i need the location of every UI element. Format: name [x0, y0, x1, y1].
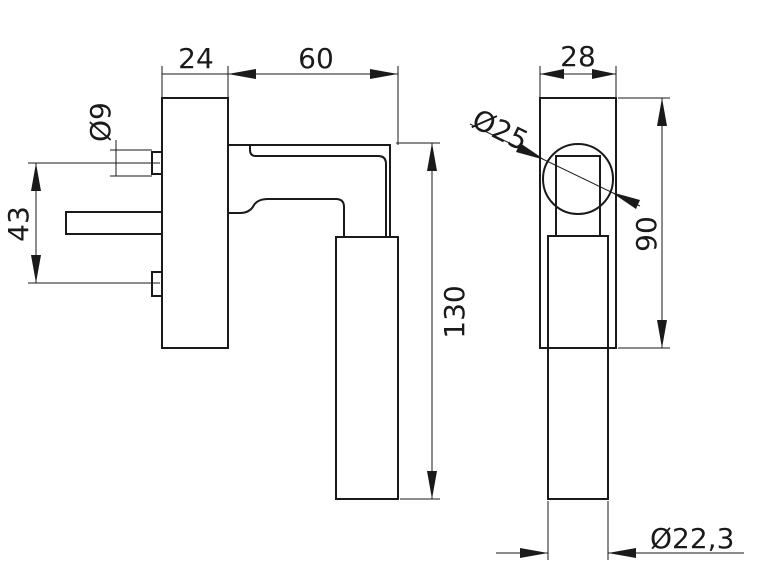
arrowhead	[516, 143, 545, 160]
arrowhead	[592, 69, 616, 79]
arrowhead	[31, 163, 41, 191]
arrowhead	[611, 192, 640, 209]
dim-label-24: 24	[178, 42, 214, 75]
arrowhead	[540, 69, 564, 79]
front-view: 28 Ø25 90 Ø22,3	[467, 40, 744, 560]
front-neck	[555, 155, 601, 237]
front-rose	[539, 97, 617, 349]
dim-label-90: 90	[630, 216, 663, 252]
arrowhead	[608, 548, 636, 558]
arrowhead	[427, 143, 437, 171]
front-grip	[547, 235, 609, 500]
arrowhead	[657, 98, 667, 126]
side-base-plate	[161, 97, 229, 349]
arrowhead	[228, 69, 256, 79]
side-lever-grip	[335, 236, 399, 500]
front-spindle-circle	[542, 143, 614, 215]
dim-label-28: 28	[560, 40, 596, 73]
dim-label-screw-dia: Ø9	[84, 102, 117, 142]
arrowhead	[657, 320, 667, 348]
dim-label-130: 130	[438, 285, 471, 338]
dim-label-grip-dia: Ø22,3	[650, 522, 734, 555]
arrowhead	[31, 255, 41, 283]
dim-label-43: 43	[2, 206, 35, 242]
side-spindle	[65, 211, 162, 235]
side-view: 24 60 Ø9 43 130	[2, 42, 471, 500]
arrowhead	[370, 69, 398, 79]
arrowhead	[427, 471, 437, 499]
side-lever-arm	[228, 144, 391, 237]
arrowhead	[520, 548, 548, 558]
dim-label-60: 60	[298, 42, 334, 75]
side-screw-bottom	[151, 271, 163, 297]
